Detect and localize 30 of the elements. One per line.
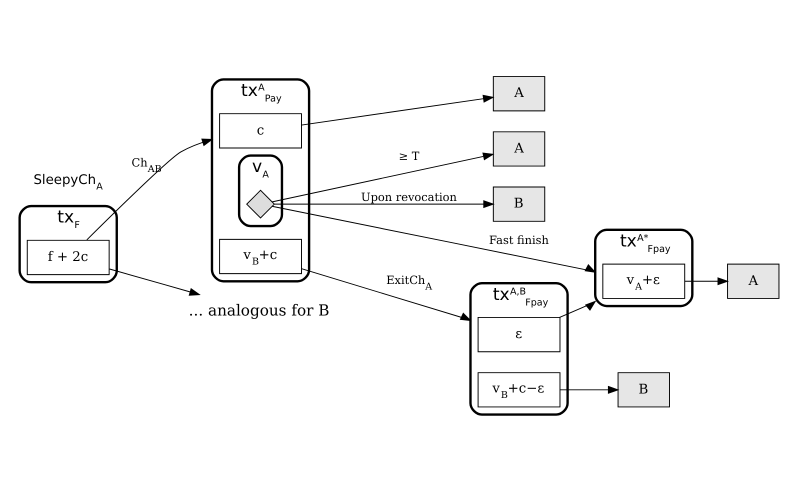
- edge-label: Ch$_{AB}$: [132, 155, 162, 175]
- node-box: v$_{B}$+c: [219, 238, 302, 274]
- arrow: [272, 205, 596, 272]
- arrow: [684, 276, 729, 285]
- edge-label: Upon revocation: [360, 189, 457, 204]
- node-box: A: [492, 130, 546, 166]
- arrow: [274, 200, 495, 208]
- edge-label: ExitCh$_{A}$: [386, 272, 432, 292]
- arrow: [560, 385, 620, 394]
- node-box: v$_{A}$+ε: [602, 263, 686, 298]
- node-box: A: [492, 76, 546, 111]
- node-box: B: [618, 372, 670, 407]
- node-box: B: [492, 186, 546, 222]
- edge-label: Fast finish: [489, 232, 549, 246]
- arrow: [301, 268, 472, 321]
- arrow: [301, 94, 494, 126]
- cluster: v$_{A}$: [238, 154, 284, 227]
- arrow: [559, 300, 596, 318]
- arrow: [109, 268, 201, 296]
- label: SleepyCh$_{A}$: [33, 172, 103, 192]
- node-box: f + 2c: [26, 239, 110, 275]
- node-text: ... analogous for B: [188, 300, 330, 319]
- node-box: A: [727, 263, 780, 298]
- arrow: [86, 138, 214, 240]
- node-diamond: [246, 189, 276, 218]
- node-box: v$_{B}$+c−ε: [478, 372, 560, 407]
- arrow: [272, 152, 494, 202]
- node-box: ε: [478, 316, 560, 352]
- node-box: c: [219, 112, 302, 148]
- edge-label: ≥ T: [398, 148, 420, 162]
